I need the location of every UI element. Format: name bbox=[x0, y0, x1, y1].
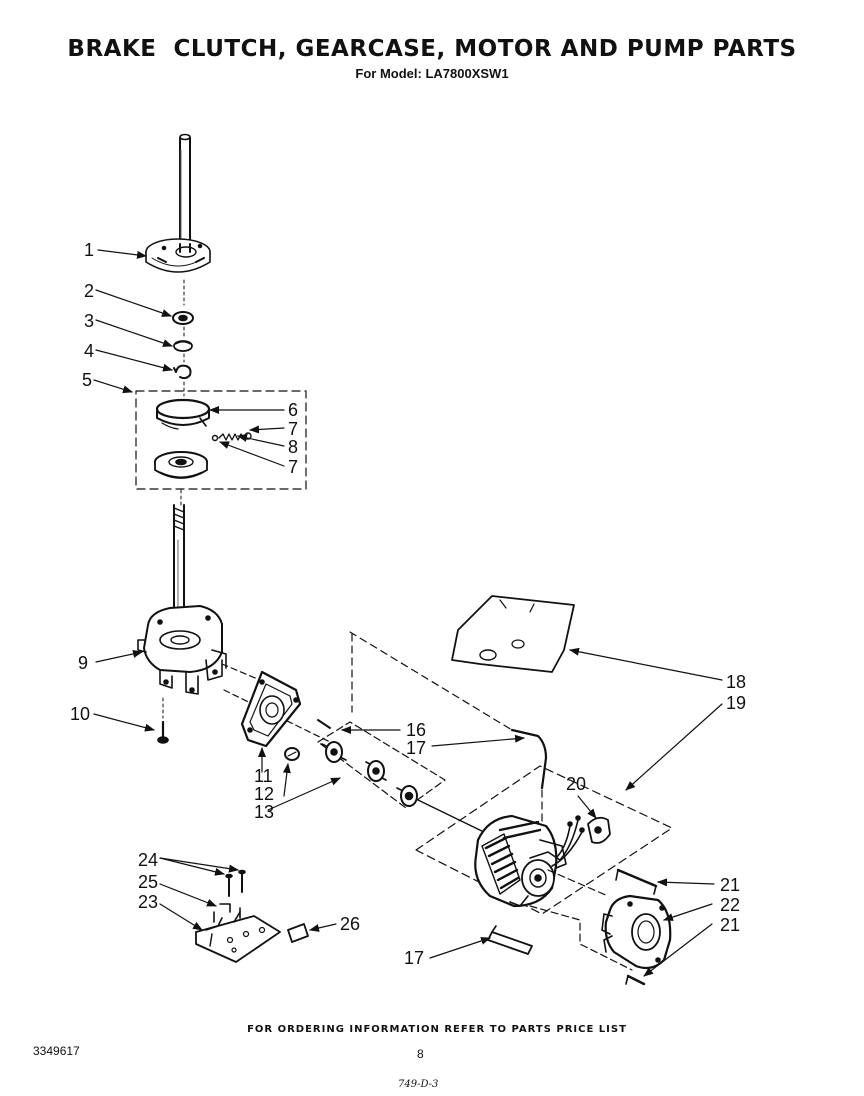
mounting-bolt-part bbox=[157, 720, 169, 744]
callout-17-lower: 17 bbox=[404, 948, 424, 968]
callout-21-lower: 21 bbox=[720, 915, 740, 935]
ordering-info-note: FOR ORDERING INFORMATION REFER TO PARTS … bbox=[247, 1024, 627, 1035]
callout-9: 9 bbox=[78, 653, 88, 673]
callout-23: 23 bbox=[138, 892, 158, 912]
pump-gasket-plate-part bbox=[240, 670, 302, 748]
rubber-block-part bbox=[287, 923, 309, 943]
diagram-title: BRAKE CLUTCH, GEARCASE, MOTOR AND PUMP P… bbox=[67, 36, 797, 62]
pump-clip-lower-part bbox=[625, 974, 646, 986]
callout-3: 3 bbox=[84, 311, 94, 331]
coupling-parts bbox=[321, 741, 418, 807]
mounting-screws-part bbox=[225, 869, 246, 897]
callout-24: 24 bbox=[138, 850, 158, 870]
callout-leader-lines bbox=[93, 249, 723, 977]
callout-19: 19 bbox=[726, 693, 746, 713]
callout-7-lower: 7 bbox=[288, 457, 298, 477]
brake-spring-and-pins-part bbox=[211, 432, 252, 442]
callout-12: 12 bbox=[254, 784, 274, 804]
motor-cover-sheet-part bbox=[451, 595, 575, 673]
callout-20: 20 bbox=[566, 774, 586, 794]
brake-assembly-group-box bbox=[135, 390, 307, 490]
model-subtitle: For Model: LA7800XSW1 bbox=[355, 66, 509, 81]
callout-7-upper: 7 bbox=[288, 419, 298, 439]
mounting-plate-part bbox=[195, 907, 281, 963]
spring-clip-part bbox=[219, 903, 231, 913]
callout-1: 1 bbox=[84, 240, 94, 260]
pump-cap-part bbox=[284, 747, 300, 761]
pump-housing-part bbox=[601, 894, 672, 970]
callout-16: 16 bbox=[406, 720, 426, 740]
pump-coupling-group-box bbox=[317, 721, 446, 809]
callout-4: 4 bbox=[84, 341, 94, 361]
washer-part bbox=[172, 311, 194, 325]
callout-labels: 1 2 3 4 5 6 7 8 7 9 10 11 12 13 16 17 18… bbox=[70, 240, 746, 968]
callout-8: 8 bbox=[288, 437, 298, 457]
motor-switch-part bbox=[551, 815, 611, 867]
callout-13: 13 bbox=[254, 802, 274, 822]
callout-21-upper: 21 bbox=[720, 875, 740, 895]
pump-clip-upper-part bbox=[615, 868, 658, 895]
brake-spring-ring-part bbox=[155, 398, 211, 430]
callout-25: 25 bbox=[138, 872, 158, 892]
callout-17-upper: 17 bbox=[406, 738, 426, 758]
motor-part bbox=[474, 814, 567, 908]
gearcase-part bbox=[137, 504, 227, 695]
reference-code: 749-D-3 bbox=[398, 1079, 439, 1090]
callout-11: 11 bbox=[254, 766, 273, 786]
callout-26: 26 bbox=[340, 914, 360, 934]
page-number: 8 bbox=[417, 1047, 424, 1061]
callout-6: 6 bbox=[288, 400, 298, 420]
document-number: 3349617 bbox=[33, 1044, 80, 1058]
callout-22: 22 bbox=[720, 895, 740, 915]
motor-mount-rod-part bbox=[349, 631, 548, 831]
brake-shaft-part bbox=[145, 133, 211, 273]
motor-bracket-part bbox=[487, 925, 533, 955]
retaining-washer-part bbox=[173, 340, 193, 352]
callout-5: 5 bbox=[82, 370, 92, 390]
callout-2: 2 bbox=[84, 281, 94, 301]
e-ring-part bbox=[173, 364, 192, 380]
callout-18: 18 bbox=[726, 672, 746, 692]
callout-10: 10 bbox=[70, 704, 90, 724]
brake-drum-plate-part bbox=[154, 451, 208, 479]
